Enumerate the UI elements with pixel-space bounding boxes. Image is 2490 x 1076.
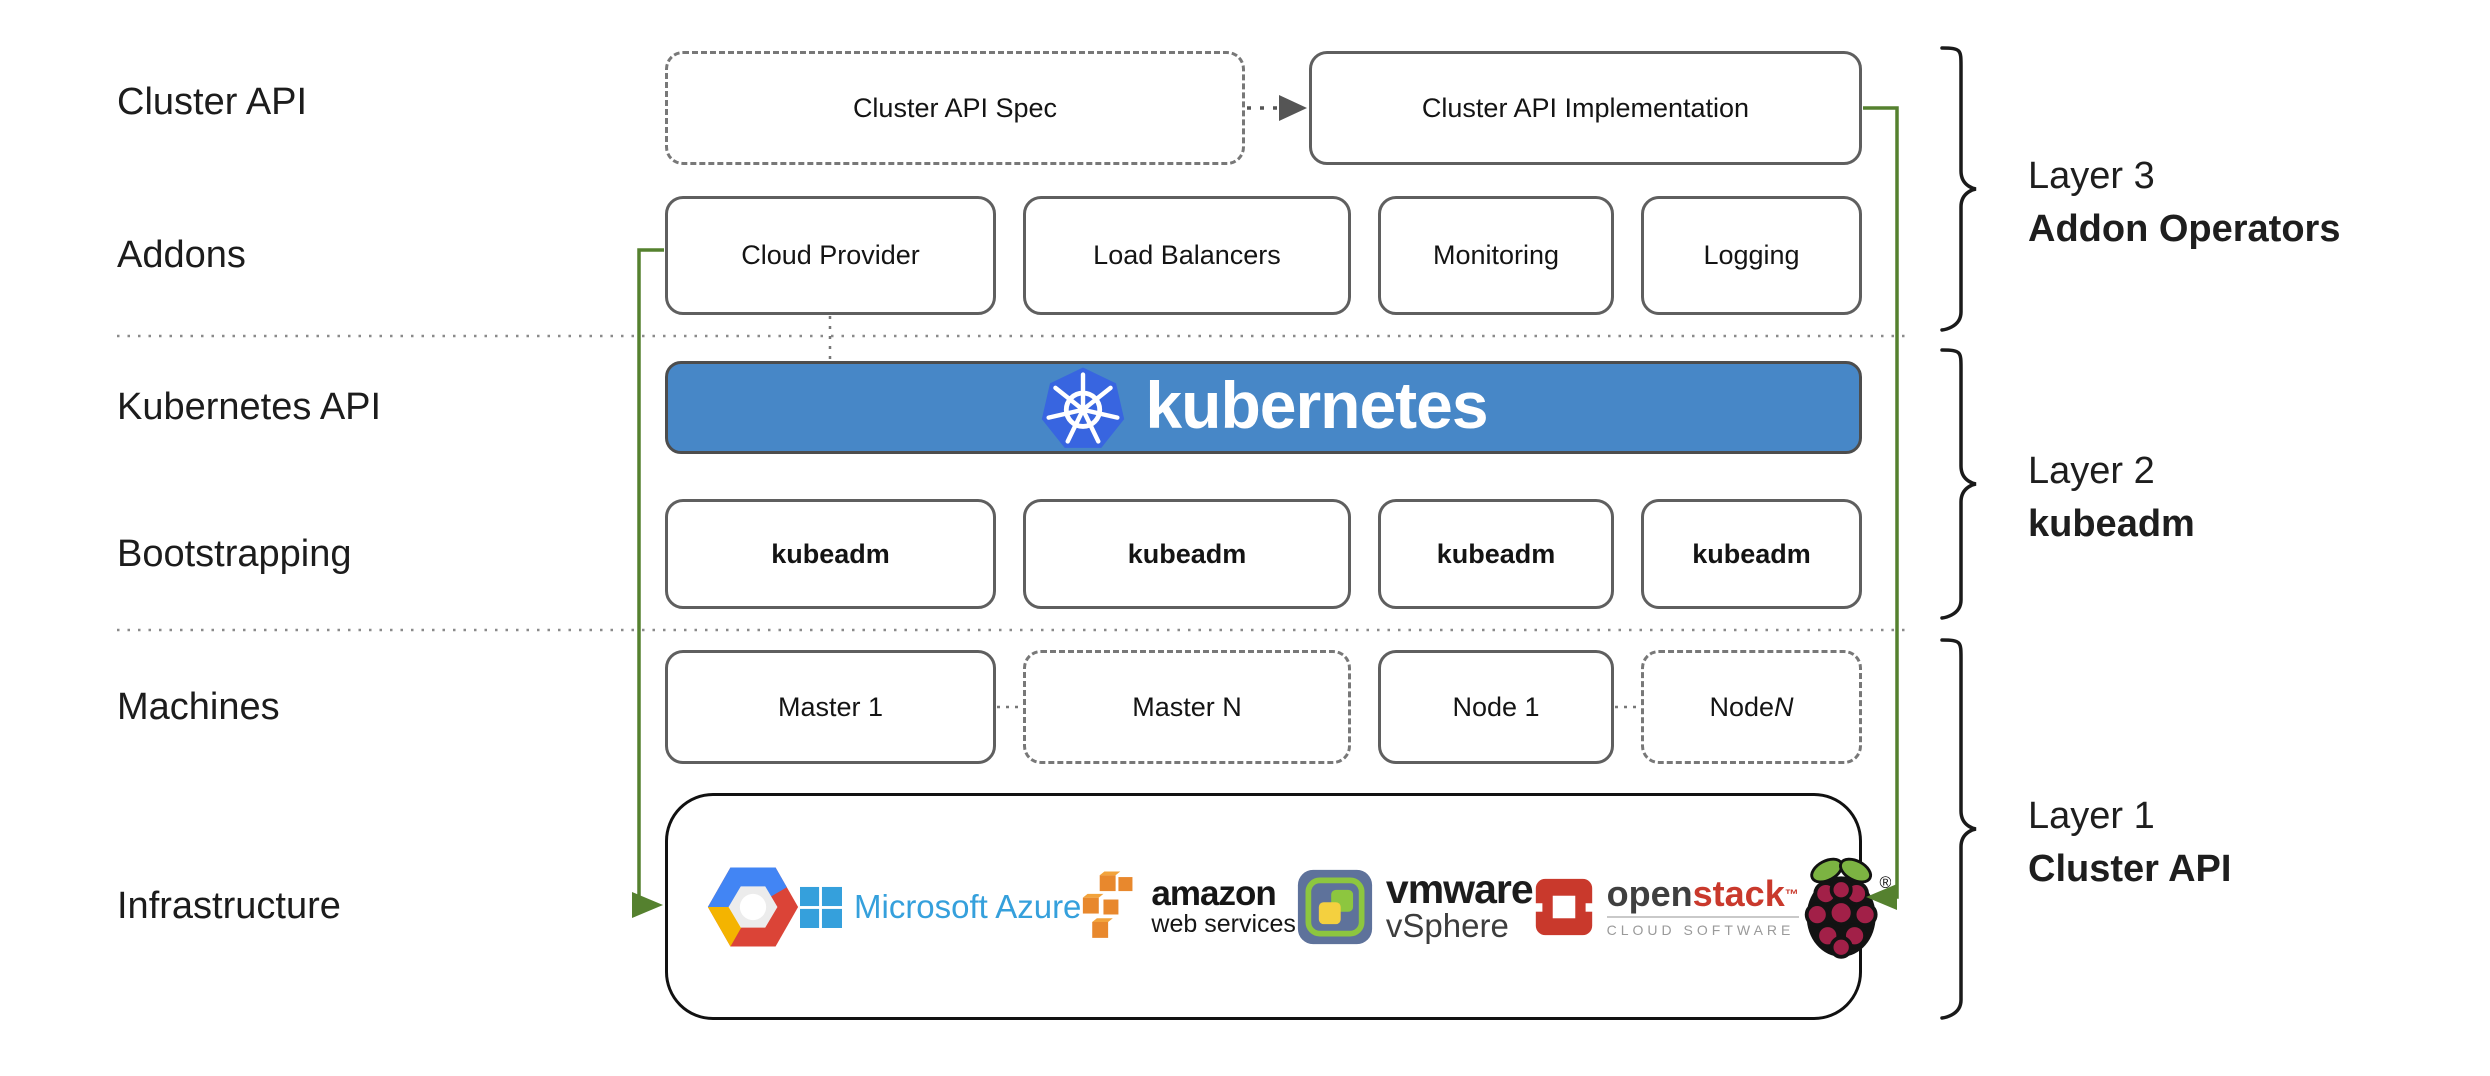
azure-label: Microsoft Azure bbox=[854, 887, 1082, 925]
row-label-addons: Addons bbox=[117, 234, 246, 276]
openstack-label-open: open bbox=[1606, 873, 1693, 914]
layer-2-label: Layer 2 kubeadm bbox=[2028, 445, 2468, 551]
layer-3-label: Layer 3 Addon Operators bbox=[2028, 150, 2468, 256]
row-label-infrastructure: Infrastructure bbox=[117, 885, 341, 927]
raspberry-pi-registered-mark: ® bbox=[1879, 873, 1891, 891]
machine-box-node-1: Node 1 bbox=[1378, 650, 1614, 764]
vmware-vsphere-logo: vmware vSphere bbox=[1296, 865, 1534, 946]
microsoft-azure-logo: Microsoft Azure bbox=[800, 886, 1081, 928]
vmware-icon bbox=[1297, 869, 1373, 944]
vmware-label: vmware bbox=[1385, 865, 1534, 912]
layer-2-title: Layer 2 bbox=[2028, 450, 2155, 492]
openstack-sublabel: CLOUD SOFTWARE bbox=[1606, 916, 1799, 938]
kubeadm-box-3: kubeadm bbox=[1378, 499, 1614, 609]
cloud-provider-to-infrastructure-line bbox=[637, 248, 664, 907]
row-label-cluster-api: Cluster API bbox=[117, 80, 308, 123]
row-label-kubernetes-api: Kubernetes API bbox=[117, 386, 382, 428]
aws-sublabel: web services bbox=[1151, 909, 1296, 938]
node-n-italic-suffix: N bbox=[1774, 691, 1794, 722]
machine-box-master-n: Master N bbox=[1023, 650, 1351, 764]
cluster-api-spec-box: Cluster API Spec bbox=[665, 51, 1245, 165]
google-cloud-icon bbox=[707, 867, 799, 946]
aws-logo: amazon web services bbox=[1081, 870, 1296, 943]
openstack-icon bbox=[1532, 878, 1595, 935]
layer-3-title: Layer 3 bbox=[2028, 155, 2155, 197]
vmware-sublabel: vSphere bbox=[1385, 906, 1509, 944]
vmware-text: vmware vSphere bbox=[1385, 865, 1534, 944]
impl-to-infrastructure-line bbox=[1863, 106, 1899, 899]
google-cloud-logo bbox=[706, 859, 800, 955]
kubeadm-box-1: kubeadm bbox=[665, 499, 996, 609]
machine-box-node-n: Node N bbox=[1641, 650, 1862, 764]
openstack-logo: openstack™ CLOUD SOFTWARE bbox=[1532, 875, 1799, 938]
layer-2-subtitle: kubeadm bbox=[2028, 503, 2195, 545]
openstack-label: openstack™ bbox=[1607, 875, 1799, 913]
cloud-provider-to-infrastructure-arrowhead bbox=[632, 892, 663, 918]
addon-box-logging: Logging bbox=[1641, 196, 1862, 315]
cluster-api-implementation-box: Cluster API Implementation bbox=[1309, 51, 1862, 165]
infrastructure-box: Microsoft Azure amazon web services bbox=[665, 793, 1891, 1020]
layer-1-subtitle: Cluster API bbox=[2028, 848, 2232, 890]
aws-label: amazon bbox=[1151, 873, 1276, 913]
layer-3-brace bbox=[1940, 46, 1977, 332]
openstack-label-stack: stack bbox=[1692, 873, 1785, 914]
raspberry-pi-icon: ® bbox=[1804, 857, 1891, 959]
layer-3-subtitle: Addon Operators bbox=[2028, 208, 2341, 250]
openstack-text: openstack™ CLOUD SOFTWARE bbox=[1606, 875, 1799, 938]
raspberry-pi-logo: ® bbox=[1799, 851, 1891, 963]
addon-box-monitoring: Monitoring bbox=[1378, 196, 1614, 315]
addon-box-cloud-provider: Cloud Provider bbox=[665, 196, 996, 315]
kubernetes-helm-icon bbox=[1042, 367, 1125, 448]
layer-1-brace bbox=[1940, 638, 1977, 1020]
kubernetes-wordmark: kubernetes bbox=[1145, 367, 1488, 442]
machine-box-master-1: Master 1 bbox=[665, 650, 996, 764]
row-label-bootstrapping: Bootstrapping bbox=[117, 532, 352, 575]
spec-to-impl-arrowhead bbox=[1279, 95, 1307, 121]
kubernetes-banner: kubernetes bbox=[665, 361, 1862, 454]
kubeadm-box-4: kubeadm bbox=[1641, 499, 1862, 609]
layer-1-title: Layer 1 bbox=[2028, 795, 2155, 837]
openstack-tm-mark: ™ bbox=[1784, 886, 1799, 902]
aws-cubes-icon bbox=[1083, 870, 1133, 938]
layer-1-label: Layer 1 Cluster API bbox=[2028, 790, 2468, 896]
kubeadm-box-2: kubeadm bbox=[1023, 499, 1351, 609]
node-n-prefix: Node bbox=[1709, 691, 1775, 722]
aws-text: amazon web services bbox=[1151, 873, 1296, 938]
row-label-machines: Machines bbox=[117, 685, 280, 728]
layer-2-brace bbox=[1940, 348, 1977, 620]
azure-windows-icon bbox=[800, 886, 842, 928]
addon-box-load-balancers: Load Balancers bbox=[1023, 196, 1351, 315]
